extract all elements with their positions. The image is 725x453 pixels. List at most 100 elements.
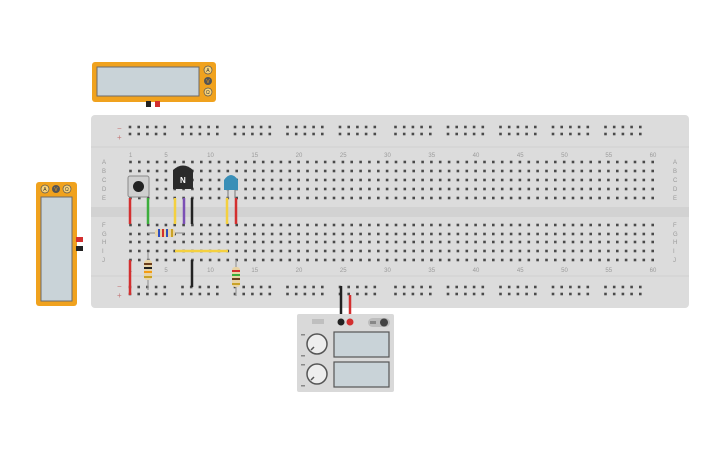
breadboard-hole[interactable] bbox=[182, 160, 185, 164]
breadboard-hole[interactable] bbox=[191, 160, 194, 164]
breadboard-hole[interactable] bbox=[651, 169, 654, 173]
rail-hole[interactable] bbox=[446, 132, 450, 136]
breadboard-hole[interactable] bbox=[306, 249, 309, 253]
breadboard-hole[interactable] bbox=[155, 258, 159, 262]
rail-hole[interactable] bbox=[259, 292, 263, 296]
breadboard-hole[interactable] bbox=[456, 249, 460, 253]
transistor[interactable]: N bbox=[173, 165, 193, 190]
breadboard-hole[interactable] bbox=[359, 187, 362, 191]
breadboard-hole[interactable] bbox=[350, 240, 353, 244]
rail-hole[interactable] bbox=[586, 292, 590, 296]
breadboard-hole[interactable] bbox=[253, 196, 256, 200]
breadboard-hole[interactable] bbox=[456, 232, 460, 236]
breadboard-hole[interactable] bbox=[483, 187, 486, 191]
breadboard-hole[interactable] bbox=[438, 160, 442, 164]
breadboard-hole[interactable] bbox=[315, 187, 318, 191]
breadboard-hole[interactable] bbox=[527, 169, 531, 173]
rail-hole[interactable] bbox=[303, 125, 307, 129]
breadboard-hole[interactable] bbox=[421, 258, 424, 262]
breadboard-hole[interactable] bbox=[279, 223, 283, 227]
rail-hole[interactable] bbox=[137, 285, 140, 289]
breadboard-hole[interactable] bbox=[315, 196, 318, 200]
rail-hole[interactable] bbox=[429, 125, 432, 129]
breadboard-hole[interactable] bbox=[385, 160, 389, 164]
breadboard-hole[interactable] bbox=[288, 160, 292, 164]
breadboard-hole[interactable] bbox=[403, 258, 407, 262]
breadboard-hole[interactable] bbox=[607, 187, 610, 191]
breadboard-hole[interactable] bbox=[518, 169, 522, 173]
breadboard-hole[interactable] bbox=[146, 249, 150, 253]
breadboard-hole[interactable] bbox=[580, 258, 584, 262]
rail-hole[interactable] bbox=[189, 125, 193, 129]
led-blue[interactable] bbox=[224, 175, 238, 198]
breadboard-hole[interactable] bbox=[447, 232, 451, 236]
breadboard-hole[interactable] bbox=[261, 187, 265, 191]
breadboard-hole[interactable] bbox=[598, 249, 601, 253]
rail-hole[interactable] bbox=[207, 125, 210, 129]
breadboard-hole[interactable] bbox=[571, 249, 575, 253]
breadboard-hole[interactable] bbox=[474, 249, 477, 253]
breadboard-hole[interactable] bbox=[368, 187, 371, 191]
rail-hole[interactable] bbox=[516, 285, 520, 289]
breadboard-hole[interactable] bbox=[447, 249, 451, 253]
breadboard-hole[interactable] bbox=[182, 258, 185, 262]
breadboard-hole[interactable] bbox=[562, 223, 566, 227]
breadboard-hole[interactable] bbox=[297, 232, 300, 236]
rail-hole[interactable] bbox=[534, 132, 537, 136]
breadboard-hole[interactable] bbox=[589, 169, 592, 173]
breadboard-hole[interactable] bbox=[200, 160, 203, 164]
breadboard-hole[interactable] bbox=[208, 187, 212, 191]
breadboard-hole[interactable] bbox=[562, 178, 566, 182]
breadboard-hole[interactable] bbox=[323, 240, 327, 244]
breadboard-hole[interactable] bbox=[226, 258, 230, 262]
breadboard-hole[interactable] bbox=[288, 169, 292, 173]
breadboard-hole[interactable] bbox=[155, 169, 159, 173]
rail-hole[interactable] bbox=[621, 285, 625, 289]
breadboard-hole[interactable] bbox=[562, 258, 566, 262]
breadboard-hole[interactable] bbox=[217, 196, 221, 200]
breadboard-hole[interactable] bbox=[500, 187, 504, 191]
breadboard-hole[interactable] bbox=[235, 258, 238, 262]
breadboard-hole[interactable] bbox=[306, 196, 309, 200]
breadboard-hole[interactable] bbox=[350, 196, 353, 200]
breadboard-hole[interactable] bbox=[633, 249, 637, 253]
breadboard-hole[interactable] bbox=[244, 169, 247, 173]
breadboard-hole[interactable] bbox=[624, 169, 628, 173]
multimeter-side-button-v[interactable] bbox=[52, 185, 60, 193]
breadboard-hole[interactable] bbox=[385, 232, 389, 236]
breadboard-hole[interactable] bbox=[509, 232, 513, 236]
breadboard-hole[interactable] bbox=[244, 240, 247, 244]
breadboard-hole[interactable] bbox=[173, 160, 176, 164]
breadboard-hole[interactable] bbox=[270, 223, 274, 227]
rail-hole[interactable] bbox=[411, 132, 415, 136]
breadboard-hole[interactable] bbox=[200, 232, 203, 236]
breadboard-hole[interactable] bbox=[323, 258, 327, 262]
breadboard-hole[interactable] bbox=[483, 160, 486, 164]
breadboard-hole[interactable] bbox=[509, 160, 513, 164]
breadboard-hole[interactable] bbox=[403, 196, 407, 200]
breadboard-hole[interactable] bbox=[138, 258, 141, 262]
rail-hole[interactable] bbox=[507, 125, 511, 129]
breadboard-hole[interactable] bbox=[571, 240, 575, 244]
breadboard-hole[interactable] bbox=[500, 240, 504, 244]
breadboard-hole[interactable] bbox=[447, 196, 451, 200]
rail-hole[interactable] bbox=[259, 125, 263, 129]
breadboard-hole[interactable] bbox=[182, 232, 185, 236]
breadboard-hole[interactable] bbox=[279, 232, 283, 236]
breadboard-hole[interactable] bbox=[217, 178, 221, 182]
breadboard-hole[interactable] bbox=[385, 258, 389, 262]
breadboard-hole[interactable] bbox=[394, 160, 398, 164]
rail-hole[interactable] bbox=[516, 132, 520, 136]
rail-hole[interactable] bbox=[373, 292, 377, 296]
rail-hole[interactable] bbox=[268, 292, 272, 296]
breadboard-hole[interactable] bbox=[253, 187, 256, 191]
rail-hole[interactable] bbox=[181, 132, 184, 136]
breadboard-hole[interactable] bbox=[288, 240, 292, 244]
rail-hole[interactable] bbox=[464, 125, 467, 129]
rail-hole[interactable] bbox=[233, 292, 237, 296]
breadboard-hole[interactable] bbox=[545, 223, 548, 227]
breadboard-hole[interactable] bbox=[359, 160, 362, 164]
breadboard-hole[interactable] bbox=[226, 240, 230, 244]
rail-hole[interactable] bbox=[560, 125, 563, 129]
